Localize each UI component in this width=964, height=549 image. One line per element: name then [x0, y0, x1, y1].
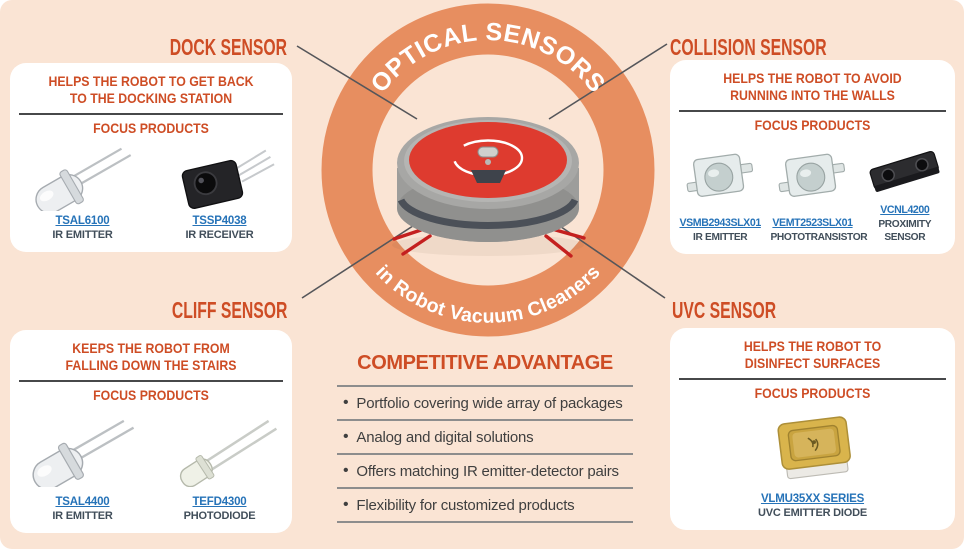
- product-type-label: PHOTODIODE: [183, 510, 256, 522]
- bullet-icon: [343, 496, 348, 514]
- collision-sensor-label: COLLISION SENSOR: [670, 34, 827, 60]
- competitive-advantage-panel: COMPETITIVE ADVANTAGE Portfolio covering…: [337, 352, 633, 523]
- description-line: RUNNING INTO THE WALLS: [730, 87, 895, 103]
- cliff-sensor-description: KEEPS THE ROBOT FROM FALLING DOWN THE ST…: [27, 340, 275, 374]
- uvc-sensor-label: UVC SENSOR: [672, 297, 777, 323]
- smd-dome-led-icon: [779, 153, 846, 197]
- focus-products-label: FOCUS PRODUCTS: [93, 120, 209, 136]
- advantage-text: Portfolio covering wide array of package…: [356, 394, 623, 412]
- tefd4300-link[interactable]: TEFD4300: [192, 496, 247, 508]
- uvc-sensor-description: HELPS THE ROBOT TO DISINFECT SURFACES: [687, 338, 938, 372]
- orange-ring: [321, 3, 655, 337]
- advantage-item: Analog and digital solutions: [337, 421, 633, 455]
- product-tsal4400: TSAL4400 IR EMITTER: [14, 407, 151, 523]
- tefd4300-product-image: [160, 407, 280, 496]
- smd-dome-led-icon: [686, 153, 754, 197]
- cliff-connector-line: [301, 221, 420, 299]
- product-row: TSAL6100 IR EMITTER: [10, 138, 292, 252]
- product-type-label: IR RECEIVER: [185, 229, 254, 241]
- through-hole-led-icon: [34, 147, 131, 211]
- vemt2523slx01-product-image: [770, 137, 854, 217]
- divider: [679, 110, 946, 112]
- description-line: KEEPS THE ROBOT FROM: [72, 340, 230, 356]
- tssp4038-product-image: [160, 140, 280, 215]
- description-line: HELPS THE ROBOT TO AVOID: [723, 70, 902, 86]
- cliff-sensor-label: CLIFF SENSOR: [171, 297, 287, 323]
- advantage-text: Offers matching IR emitter-detector pair…: [356, 462, 619, 480]
- description-line: DISINFECT SURFACES: [744, 355, 881, 371]
- product-row: VLMU35XX SERIES UVC EMITTER DIODE: [670, 403, 955, 530]
- collision-sensor-card: HELPS THE ROBOT TO AVOID RUNNING INTO TH…: [670, 60, 955, 254]
- photodiode-icon: [179, 419, 277, 487]
- focus-products-label: FOCUS PRODUCTS: [754, 117, 871, 133]
- vlmu35xx-link[interactable]: VLMU35XX SERIES: [760, 493, 865, 505]
- product-type-label: UVC EMITTER DIODE: [757, 507, 868, 519]
- product-row: VSMB2943SLX01 IR EMITTER VEMT: [670, 135, 955, 254]
- product-vemt2523slx01: VEMT2523SLX01 PHOTOTRANSISTOR: [766, 137, 868, 244]
- competitive-advantage-title: COMPETITIVE ADVANTAGE: [337, 352, 633, 387]
- product-tefd4300: TEFD4300 PHOTODIODE: [151, 407, 288, 523]
- vlmu35xx-product-image: [753, 405, 873, 493]
- dock-sensor-label: DOCK SENSOR: [169, 34, 287, 60]
- product-type-label: PROXIMITY SENSOR: [878, 219, 932, 243]
- uvc-sensor-card: HELPS THE ROBOT TO DISINFECT SURFACES FO…: [670, 328, 955, 530]
- vcnl4200-link[interactable]: VCNL4200: [880, 204, 930, 216]
- focus-products-label: FOCUS PRODUCTS: [754, 385, 871, 401]
- product-vlmu35xx: VLMU35XX SERIES UVC EMITTER DIODE: [674, 405, 951, 520]
- description-line: HELPS THE ROBOT TO: [743, 338, 882, 354]
- collision-sensor-description: HELPS THE ROBOT TO AVOID RUNNING INTO TH…: [687, 70, 938, 104]
- vsmb2943slx01-product-image: [678, 137, 762, 217]
- uvc-gold-package-icon: [776, 416, 851, 480]
- tsal4400-link[interactable]: TSAL4400: [55, 496, 110, 508]
- description-line: HELPS THE ROBOT TO GET BACK: [48, 73, 254, 89]
- product-vsmb2943slx01: VSMB2943SLX01 IR EMITTER: [674, 137, 766, 244]
- advantage-item: Portfolio covering wide array of package…: [337, 387, 633, 421]
- tsal6100-product-image: [23, 140, 143, 215]
- tsal4400-product-image: [23, 407, 143, 496]
- product-type-label: IR EMITTER: [693, 232, 748, 243]
- divider: [679, 378, 946, 380]
- bullet-icon: [343, 394, 348, 412]
- product-type-label: IR EMITTER: [52, 510, 113, 522]
- cliff-sensor-card: KEEPS THE ROBOT FROM FALLING DOWN THE ST…: [10, 330, 292, 533]
- advantage-item: Flexibility for customized products: [337, 489, 633, 523]
- ir-receiver-icon: [181, 149, 275, 209]
- tssp4038-link[interactable]: TSSP4038: [192, 215, 247, 227]
- robot-side-brushes: [392, 227, 586, 258]
- product-tssp4038: TSSP4038 IR RECEIVER: [151, 140, 288, 242]
- dock-connector-line: [296, 45, 418, 120]
- vsmb2943slx01-link[interactable]: VSMB2943SLX01: [679, 217, 761, 229]
- through-hole-led-icon: [31, 419, 134, 487]
- product-type-label: PHOTOTRANSISTOR: [770, 232, 868, 243]
- tsal6100-link[interactable]: TSAL6100: [55, 215, 110, 227]
- bullet-icon: [343, 428, 348, 446]
- vcnl4200-product-image: [863, 137, 947, 204]
- dock-sensor-description: HELPS THE ROBOT TO GET BACK TO THE DOCKI…: [27, 73, 275, 107]
- proximity-sensor-icon: [869, 150, 940, 192]
- advantage-item: Offers matching IR emitter-detector pair…: [337, 455, 633, 489]
- collision-connector-line: [548, 43, 668, 120]
- description-line: TO THE DOCKING STATION: [69, 90, 233, 106]
- vemt2523slx01-link[interactable]: VEMT2523SLX01: [772, 217, 853, 229]
- divider: [19, 113, 283, 115]
- robot-button: [477, 146, 499, 158]
- robot-vacuum-image: [392, 117, 586, 258]
- product-type-label: IR EMITTER: [52, 229, 113, 241]
- description-line: FALLING DOWN THE STAIRS: [65, 357, 237, 373]
- product-row: TSAL4400 IR EMITTER TEFD4300 PHOTODIODE: [10, 405, 292, 533]
- dock-sensor-card: HELPS THE ROBOT TO GET BACK TO THE DOCKI…: [10, 63, 292, 252]
- focus-products-label: FOCUS PRODUCTS: [93, 387, 209, 403]
- advantage-text: Analog and digital solutions: [356, 428, 534, 446]
- advantage-text: Flexibility for customized products: [356, 496, 575, 514]
- product-vcnl4200: VCNL4200 PROXIMITY SENSOR: [859, 137, 951, 244]
- product-tsal6100: TSAL6100 IR EMITTER: [14, 140, 151, 242]
- divider: [19, 380, 283, 382]
- bullet-icon: [343, 462, 348, 480]
